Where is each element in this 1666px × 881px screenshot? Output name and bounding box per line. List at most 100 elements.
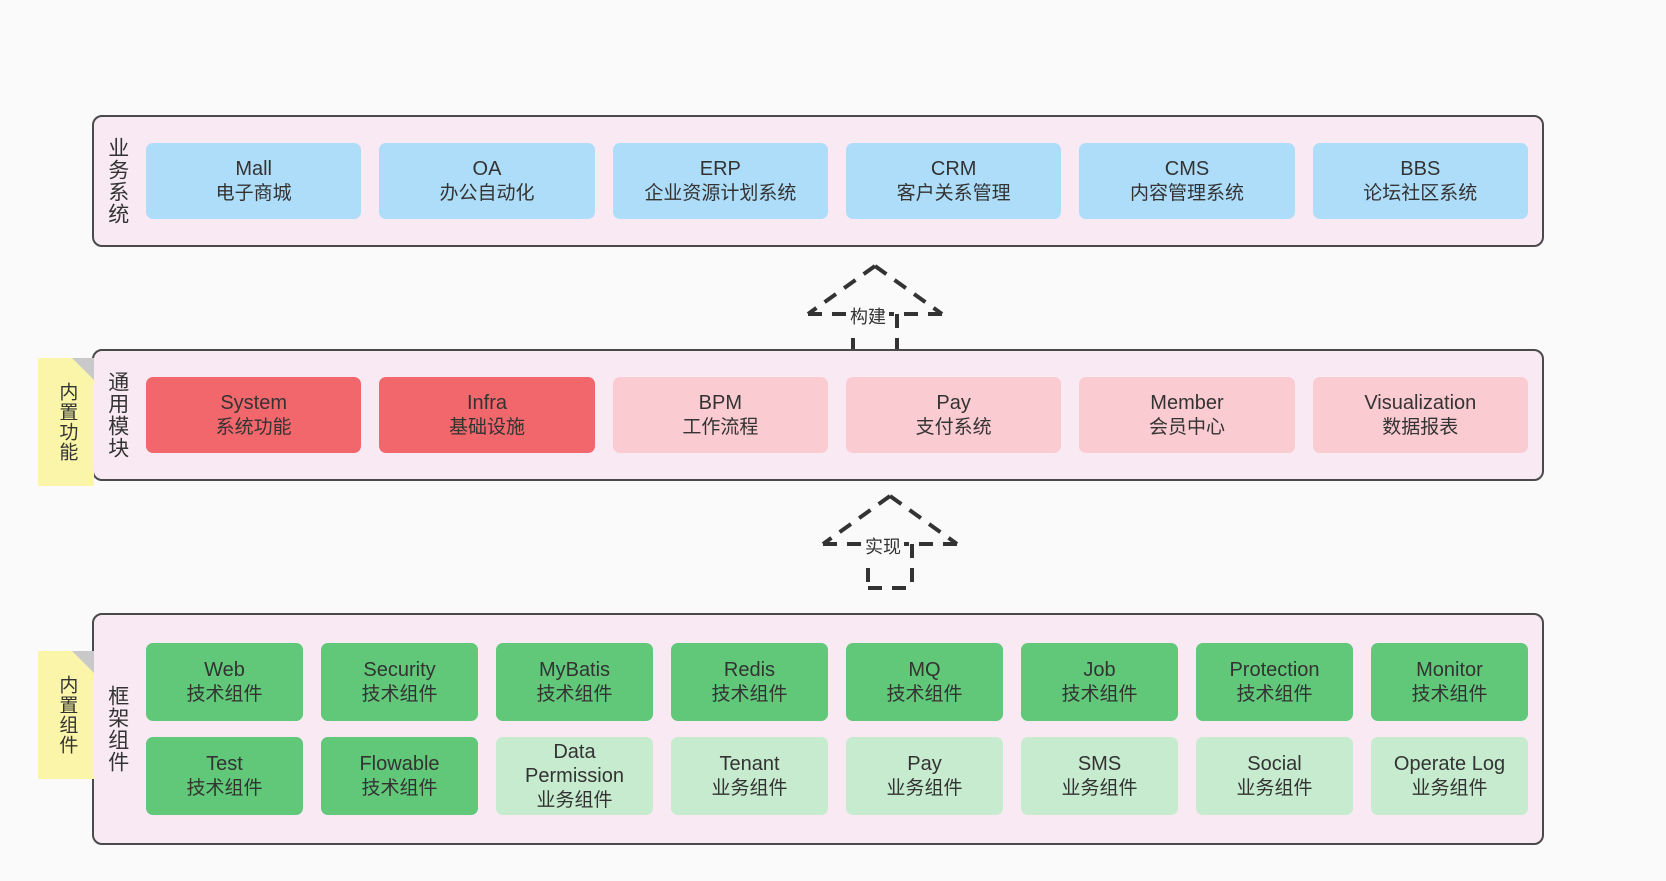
cell-subtitle: 数据报表 bbox=[1382, 416, 1459, 438]
cell-subtitle: 会员中心 bbox=[1148, 416, 1225, 438]
cell-test[interactable]: Test 技术组件 bbox=[146, 737, 303, 815]
cell-title: Web bbox=[204, 659, 245, 682]
row-business-systems: Mall 电子商城 OA 办公自动化 ERP 企业资源计划系统 CRM 客户关系… bbox=[146, 143, 1528, 219]
cell-title: Visualization bbox=[1364, 392, 1477, 415]
cell-title: BBS bbox=[1400, 158, 1441, 181]
sticky-note-builtin-components: 内置组件 bbox=[38, 651, 94, 779]
cell-operate-log[interactable]: Operate Log 业务组件 bbox=[1371, 737, 1528, 815]
layer-common-modules: 通用模块 System 系统功能 Infra 基础设施 BPM 工作流程 Pay… bbox=[92, 349, 1544, 481]
cell-mq[interactable]: MQ 技术组件 bbox=[846, 643, 1003, 721]
cell-subtitle: 技术组件 bbox=[1411, 683, 1488, 705]
cell-subtitle: 业务组件 bbox=[886, 777, 963, 799]
layer-title-framework-components: 框架组件 bbox=[105, 685, 129, 773]
cell-title: Job bbox=[1083, 659, 1116, 682]
cell-system[interactable]: System 系统功能 bbox=[146, 377, 362, 453]
cell-title: Flowable bbox=[359, 753, 440, 776]
cell-monitor[interactable]: Monitor 技术组件 bbox=[1371, 643, 1528, 721]
cell-title: Security bbox=[363, 659, 436, 682]
cell-subtitle: 技术组件 bbox=[361, 683, 438, 705]
sticky-note-builtin-features: 内置功能 bbox=[38, 358, 94, 486]
cell-subtitle: 内容管理系统 bbox=[1129, 182, 1244, 204]
cell-mall[interactable]: Mall 电子商城 bbox=[146, 143, 362, 219]
cell-title: Redis bbox=[723, 659, 776, 682]
cell-security[interactable]: Security 技术组件 bbox=[321, 643, 478, 721]
cell-member[interactable]: Member 会员中心 bbox=[1079, 377, 1295, 453]
cell-oa[interactable]: OA 办公自动化 bbox=[379, 143, 595, 219]
cell-subtitle: 客户关系管理 bbox=[896, 182, 1011, 204]
layer-framework-components: 框架组件 Web 技术组件 Security 技术组件 MyBatis 技术组件… bbox=[92, 613, 1544, 845]
cell-title: Pay bbox=[936, 392, 971, 415]
cell-title: System bbox=[220, 392, 287, 415]
cell-subtitle: 技术组件 bbox=[186, 777, 263, 799]
cell-crm[interactable]: CRM 客户关系管理 bbox=[845, 143, 1062, 219]
cell-title: Mall bbox=[235, 158, 272, 181]
cell-subtitle: 业务组件 bbox=[1236, 777, 1313, 799]
cell-subtitle: 业务组件 bbox=[1411, 777, 1488, 799]
cell-cms[interactable]: CMS 内容管理系统 bbox=[1079, 143, 1295, 219]
cell-protection[interactable]: Protection 技术组件 bbox=[1196, 643, 1353, 721]
cell-title: Infra bbox=[466, 392, 507, 415]
cell-web[interactable]: Web 技术组件 bbox=[146, 643, 303, 721]
cell-subtitle: 技术组件 bbox=[361, 777, 438, 799]
connector-implement: 实现 bbox=[815, 492, 965, 590]
cell-subtitle: 业务组件 bbox=[1061, 777, 1138, 799]
cell-title: BPM bbox=[698, 392, 742, 415]
folded-corner-icon bbox=[72, 651, 94, 673]
cell-subtitle: 技术组件 bbox=[1236, 683, 1313, 705]
connector-label-implement: 实现 bbox=[862, 533, 904, 559]
row-business-components: Test 技术组件 Flowable 技术组件 Data Permission … bbox=[146, 737, 1528, 815]
cell-title: Tenant bbox=[719, 753, 780, 776]
folded-corner-icon bbox=[72, 358, 94, 380]
cell-pay-module[interactable]: Pay 支付系统 bbox=[845, 377, 1062, 453]
cell-bbs[interactable]: BBS 论坛社区系统 bbox=[1312, 143, 1528, 219]
cell-pay-component[interactable]: Pay 业务组件 bbox=[846, 737, 1003, 815]
layer-body-framework-components: Web 技术组件 Security 技术组件 MyBatis 技术组件 Redi… bbox=[140, 615, 1542, 843]
cell-bpm[interactable]: BPM 工作流程 bbox=[612, 377, 828, 453]
connector-build: 构建 bbox=[800, 262, 950, 360]
cell-title: Monitor bbox=[1416, 659, 1483, 682]
cell-visualization[interactable]: Visualization 数据报表 bbox=[1312, 377, 1528, 453]
cell-title: Member bbox=[1150, 392, 1224, 415]
cell-subtitle: 基础设施 bbox=[448, 416, 525, 438]
layer-title-business-systems: 业务系统 bbox=[105, 137, 129, 225]
layer-title-common-modules: 通用模块 bbox=[105, 371, 129, 459]
cell-title: Pay bbox=[907, 753, 942, 776]
cell-subtitle: 技术组件 bbox=[711, 683, 788, 705]
cell-data-permission[interactable]: Data Permission 业务组件 bbox=[496, 737, 653, 815]
cell-mybatis[interactable]: MyBatis 技术组件 bbox=[496, 643, 653, 721]
cell-flowable[interactable]: Flowable 技术组件 bbox=[321, 737, 478, 815]
row-tech-components: Web 技术组件 Security 技术组件 MyBatis 技术组件 Redi… bbox=[146, 643, 1528, 721]
cell-sms[interactable]: SMS 业务组件 bbox=[1021, 737, 1178, 815]
cell-subtitle: 论坛社区系统 bbox=[1363, 182, 1478, 204]
row-common-modules: System 系统功能 Infra 基础设施 BPM 工作流程 Pay 支付系统… bbox=[146, 377, 1528, 453]
cell-title: Social bbox=[1247, 753, 1302, 776]
connector-label-build: 构建 bbox=[847, 303, 889, 329]
cell-job[interactable]: Job 技术组件 bbox=[1021, 643, 1178, 721]
cell-title: SMS bbox=[1077, 753, 1122, 776]
cell-infra[interactable]: Infra 基础设施 bbox=[379, 377, 595, 453]
cell-subtitle: 电子商城 bbox=[215, 182, 292, 204]
cell-subtitle: 办公自动化 bbox=[439, 182, 535, 204]
cell-subtitle: 系统功能 bbox=[215, 416, 292, 438]
layer-business-systems: 业务系统 Mall 电子商城 OA 办公自动化 ERP 企业资源计划系统 CRM… bbox=[92, 115, 1544, 247]
cell-subtitle: 工作流程 bbox=[682, 416, 759, 438]
cell-subtitle: 技术组件 bbox=[886, 683, 963, 705]
cell-subtitle: 业务组件 bbox=[711, 777, 788, 799]
cell-erp[interactable]: ERP 企业资源计划系统 bbox=[612, 143, 828, 219]
sticky-note-label: 内置功能 bbox=[56, 382, 78, 462]
cell-subtitle: 技术组件 bbox=[536, 683, 613, 705]
cell-title: Test bbox=[206, 753, 243, 776]
cell-title: CRM bbox=[930, 158, 977, 181]
cell-redis[interactable]: Redis 技术组件 bbox=[671, 643, 828, 721]
cell-title: MQ bbox=[908, 659, 941, 682]
cell-title: CMS bbox=[1164, 158, 1210, 181]
cell-title: Data Permission bbox=[525, 741, 624, 788]
cell-social[interactable]: Social 业务组件 bbox=[1196, 737, 1353, 815]
layer-body-common-modules: System 系统功能 Infra 基础设施 BPM 工作流程 Pay 支付系统… bbox=[140, 351, 1542, 479]
cell-title: Operate Log bbox=[1393, 753, 1506, 776]
cell-subtitle: 技术组件 bbox=[1061, 683, 1138, 705]
cell-title: Protection bbox=[1229, 659, 1320, 682]
cell-tenant[interactable]: Tenant 业务组件 bbox=[671, 737, 828, 815]
cell-subtitle: 支付系统 bbox=[915, 416, 992, 438]
